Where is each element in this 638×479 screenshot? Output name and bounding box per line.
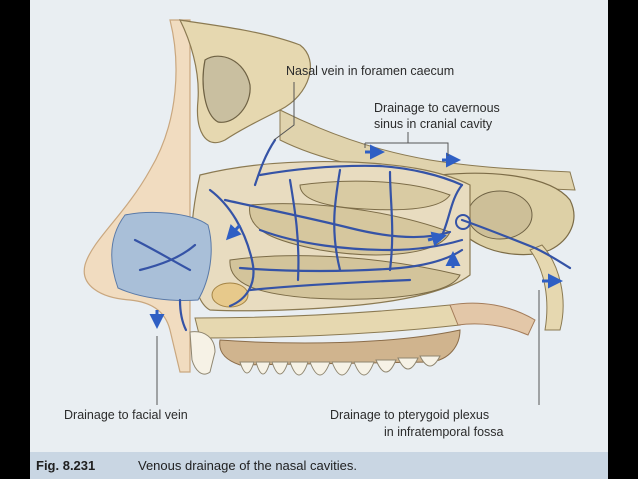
oral-region	[219, 329, 461, 366]
label-facial: Drainage to facial vein	[64, 408, 188, 422]
figure-caption-text: Venous drainage of the nasal cavities.	[138, 458, 357, 473]
face-profile	[83, 19, 191, 373]
venous-network	[133, 138, 572, 332]
inferior-concha	[229, 255, 461, 300]
frontal-sinus	[202, 55, 251, 123]
arrow-internal-1	[225, 223, 242, 241]
soft-palate	[449, 302, 536, 336]
alar-cartilage	[211, 282, 249, 308]
figure-caption: Fig. 8.231 Venous drainage of the nasal …	[30, 452, 608, 479]
label-nasal-vein: Nasal vein in foramen caecum	[286, 64, 455, 78]
label-cavernous-line1: Drainage to cavernous	[374, 101, 500, 115]
pharyngeal-wall	[529, 244, 564, 331]
sphenopalatine-foramen	[455, 214, 471, 230]
arrow-internal-2	[427, 231, 447, 247]
figure-number: Fig. 8.231	[36, 458, 96, 473]
leader-lines	[156, 82, 540, 405]
label-pterygoid-line2: in infratemporal fossa	[384, 425, 504, 439]
upper-teeth	[239, 355, 441, 376]
nasal-vestibule	[111, 211, 212, 301]
sphenoid-sinus	[467, 190, 533, 240]
incisor	[189, 331, 216, 375]
label-pterygoid-line1: Drainage to pterygoid plexus	[330, 408, 490, 422]
nasal-cavity-illustration	[83, 19, 576, 405]
slide: Nasal vein in foramen caecum Drainage to…	[30, 0, 608, 479]
label-cavernous-line2: sinus in cranial cavity	[374, 117, 493, 131]
